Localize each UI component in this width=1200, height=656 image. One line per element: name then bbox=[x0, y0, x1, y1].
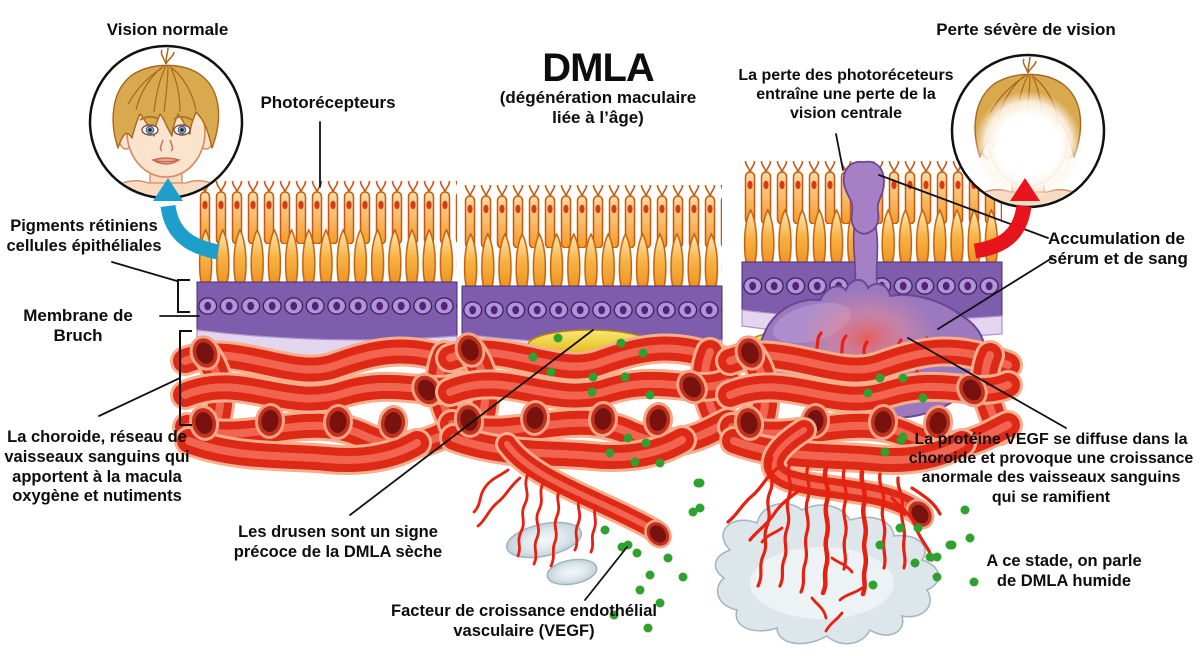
new-thin-vessels bbox=[472, 468, 598, 568]
vegf-molecules bbox=[528, 333, 735, 633]
red-arrow bbox=[973, 178, 1040, 259]
blue-arrow bbox=[153, 178, 220, 260]
bracket-epithelium bbox=[177, 279, 190, 313]
caption-severe-loss: Perte sévère de vision bbox=[936, 20, 1116, 39]
panel-wet-amd bbox=[695, 157, 1009, 645]
leader-lines bbox=[98, 121, 1067, 601]
caption-normal-vision: Vision normale bbox=[106, 20, 229, 39]
face-features bbox=[139, 115, 193, 165]
panel-healthy-retina bbox=[185, 177, 463, 460]
label-drusen: Les drusen sont un signe précoce de la D… bbox=[233, 523, 443, 561]
label-serum-accumulation: Accumulation de sérum et de sang bbox=[1048, 229, 1188, 269]
label-vegf-diffusion: La protéine VEGF se diffuse dans la chor… bbox=[908, 431, 1194, 506]
label-photoreceptors: Photorécepteurs bbox=[260, 93, 396, 112]
fluid-pool bbox=[505, 521, 583, 559]
label-retinal-pigments: Pigments rétiniens cellules épithéliales bbox=[6, 217, 162, 255]
line-vegf bbox=[584, 546, 628, 601]
severe-vision-loss-face bbox=[950, 53, 1106, 209]
central-vision-loss-spot bbox=[974, 91, 1082, 199]
line-photoreceptor-loss bbox=[835, 133, 844, 171]
line-drusen bbox=[349, 329, 594, 516]
line-vegf-diffusion bbox=[907, 337, 1067, 429]
line-choroid bbox=[98, 377, 181, 417]
label-photoreceptor-loss: La perte des photoréceteurs entraîne une… bbox=[738, 67, 954, 123]
label-wet-amd-stage: A ce stade, on parle de DMLA humide bbox=[986, 552, 1142, 590]
diagram-subtitle: (dégénération maculaire liée à l’âge) bbox=[499, 88, 697, 128]
sprouting-vessel bbox=[495, 432, 678, 554]
fluid-pool bbox=[546, 558, 598, 586]
fluid-highlight bbox=[750, 547, 894, 619]
label-bruch-membrane: Membrane de Bruch bbox=[23, 306, 133, 346]
line-pigments bbox=[111, 261, 178, 282]
line-serum-bottom bbox=[937, 257, 1053, 330]
serum-bulge bbox=[842, 160, 885, 235]
panel-dry-amd bbox=[450, 181, 735, 633]
label-vegf: Facteur de croissance endothélial vascul… bbox=[391, 602, 657, 640]
label-choroid: La choroide, réseau de vaisseaux sanguin… bbox=[4, 428, 190, 506]
vegf-molecules bbox=[695, 373, 979, 590]
neovascular-mesh bbox=[726, 456, 942, 633]
diagram-title: DMLA bbox=[542, 46, 655, 90]
